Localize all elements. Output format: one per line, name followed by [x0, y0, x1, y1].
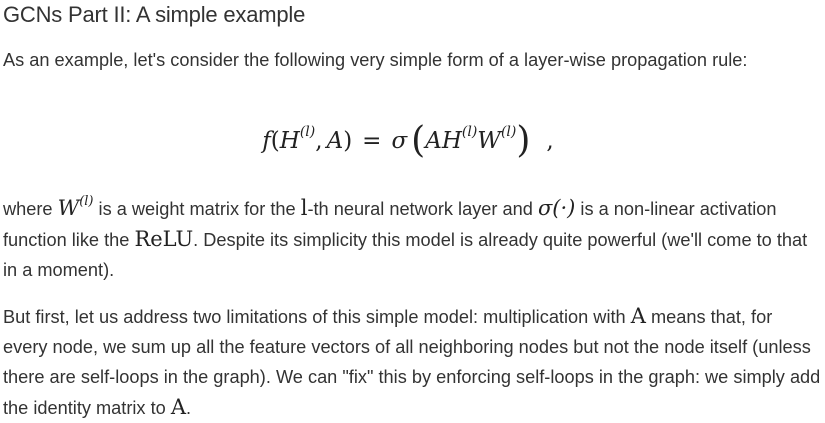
text-run: where [3, 199, 58, 219]
eq-rparen: ) [343, 128, 353, 154]
eq-H-inner: H [441, 128, 462, 154]
math-W: W [57, 196, 80, 220]
eq-comma: , [315, 128, 323, 154]
eq-big-lparen: ( [411, 120, 426, 161]
eq-equals: = [362, 128, 382, 154]
math-sigma: σ(·) [538, 196, 575, 220]
eq-sigma: σ [391, 128, 408, 154]
eq-sup-l-3: (l) [500, 124, 517, 141]
text-run: means that, for every node, we sum up al… [3, 307, 821, 418]
propagation-rule-equation: f(H(l),A)=σ(AH(l)W(l)), [3, 118, 821, 174]
eq-trailing-comma: , [546, 128, 554, 154]
text-run: . [185, 398, 192, 418]
paragraph-intro: As an example, let's consider the follow… [3, 50, 748, 70]
eq-f: f [262, 128, 271, 154]
eq-lparen: ( [270, 128, 280, 154]
eq-W: W [477, 128, 501, 154]
section-title: GCNs Part II: A simple example [3, 2, 306, 27]
eq-A: A [326, 128, 344, 154]
text-run: But first, let us address two limitation… [3, 307, 631, 327]
eq-sup-l: (l) [299, 124, 316, 141]
math-l: l [300, 196, 308, 220]
eq-sup-l-2: (l) [461, 124, 478, 141]
eq-big-rparen: ) [516, 120, 531, 161]
math-relu: ReLU [134, 227, 194, 251]
math-sigma-text: σ(·) [537, 196, 576, 220]
text-run: -th neural network layer and [307, 199, 538, 219]
paragraph-limitations: But first, let us address two limitation… [3, 301, 821, 423]
math-A: A [630, 304, 646, 328]
eq-H: H [279, 128, 300, 154]
paragraph-weight-matrix: where W(l) is a weight matrix for the l-… [3, 193, 821, 285]
text-run: . Despite its simplicity this model is a… [3, 230, 808, 280]
text-run: is a weight matrix for the [93, 199, 301, 219]
math-sup-l: (l) [79, 194, 94, 209]
text-run: is a non-linear activation function like… [3, 199, 777, 250]
eq-A-inner: A [425, 128, 442, 154]
math-A-2: A [170, 395, 186, 419]
math-W-l: W(l) [57, 194, 94, 220]
